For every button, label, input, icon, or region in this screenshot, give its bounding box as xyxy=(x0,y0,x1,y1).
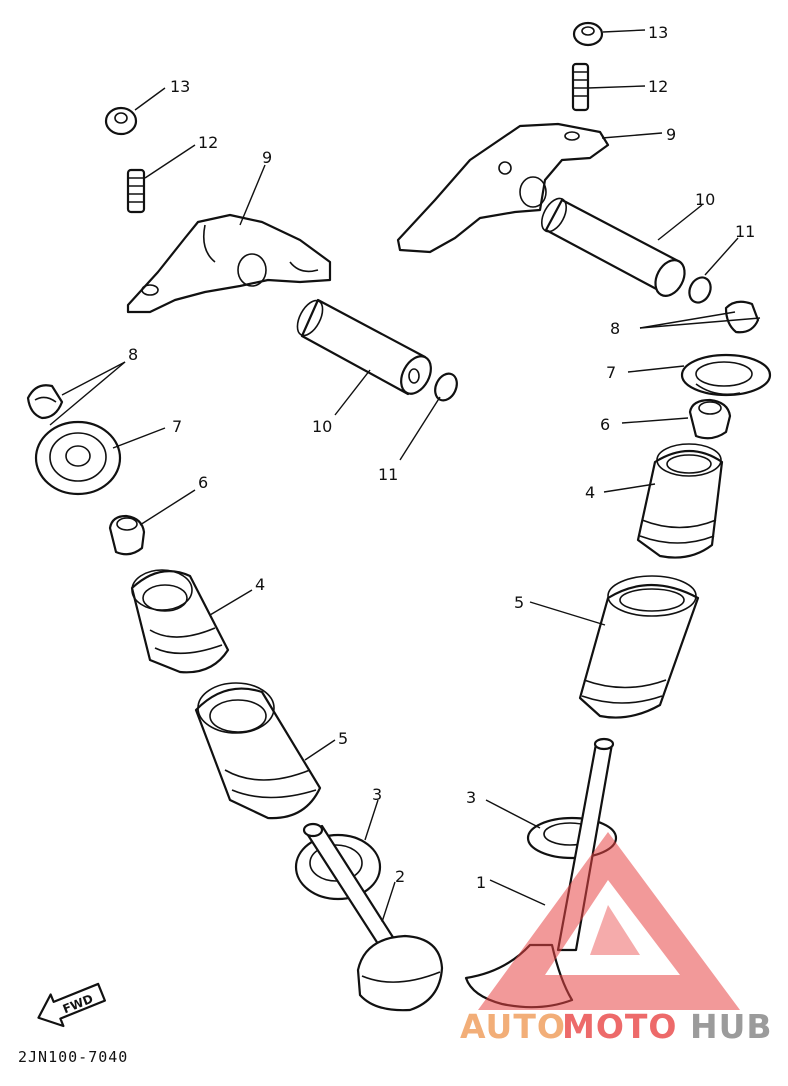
nut-13-right xyxy=(572,21,604,47)
stud-12-right xyxy=(571,62,590,112)
callout-5-right: 5 xyxy=(514,593,524,612)
callout-7-left: 7 xyxy=(172,417,182,436)
callout-4-right: 4 xyxy=(585,483,595,502)
fwd-arrow: FWD xyxy=(37,982,106,1028)
valve-cotter-8-right xyxy=(724,300,760,334)
callout-7-right: 7 xyxy=(606,363,616,382)
nut-13-left xyxy=(104,106,138,136)
callout-6-left: 6 xyxy=(198,473,208,492)
outer-spring-5-right xyxy=(578,575,700,719)
rocker-shaft-10-left xyxy=(296,298,432,396)
rocker-arm-9-right xyxy=(396,122,610,254)
intake-valve-2 xyxy=(302,822,444,1012)
callout-13-right: 13 xyxy=(648,23,668,42)
callout-13-left: 13 xyxy=(170,77,190,96)
outer-spring-5-left xyxy=(194,682,322,820)
callout-5-left: 5 xyxy=(338,729,348,748)
automotohub-watermark: AUTO MOTO HUB xyxy=(460,832,773,1046)
callout-11-right: 11 xyxy=(735,222,755,241)
callout-11-left: 11 xyxy=(378,465,398,484)
o-ring-11-left xyxy=(434,372,458,402)
valve-cotter-8-left xyxy=(26,384,64,420)
spring-retainer-7-left xyxy=(34,420,122,496)
watermark-auto: AUTO xyxy=(460,1007,566,1046)
callout-12-left: 12 xyxy=(198,133,218,152)
diagram-code: 2JN100-7040 xyxy=(18,1048,128,1066)
inner-spring-4-left xyxy=(130,569,230,674)
watermark-triangle-logo xyxy=(478,832,740,1010)
callouts: 13 12 9 10 11 8 7 6 4 5 3 2 13 12 9 10 1… xyxy=(128,23,755,892)
callout-8-left: 8 xyxy=(128,345,138,364)
valve-stem-seal-6-right xyxy=(688,398,732,440)
callout-3-right: 3 xyxy=(466,788,476,807)
rocker-arm-9-left xyxy=(126,213,332,314)
callout-2: 2 xyxy=(395,867,405,886)
callout-9-left: 9 xyxy=(262,148,272,167)
spring-retainer-7-right xyxy=(680,353,772,397)
callout-6-right: 6 xyxy=(600,415,610,434)
o-ring-11-right xyxy=(688,276,712,304)
callout-3-left: 3 xyxy=(372,785,382,804)
callout-10-right: 10 xyxy=(695,190,715,209)
stud-12-left xyxy=(126,168,146,214)
callout-12-right: 12 xyxy=(648,77,668,96)
valve-stem-seal-6-left xyxy=(108,514,146,556)
callout-1: 1 xyxy=(476,873,486,892)
inner-spring-4-right xyxy=(636,443,724,559)
callout-8-right: 8 xyxy=(610,319,620,338)
leader-lines xyxy=(49,29,761,923)
callout-9-right: 9 xyxy=(666,125,676,144)
callout-4-left: 4 xyxy=(255,575,265,594)
rocker-shaft-10-right xyxy=(540,197,686,297)
watermark-hub: HUB xyxy=(690,1007,773,1046)
callout-10-left: 10 xyxy=(312,417,332,436)
watermark-moto: MOTO xyxy=(562,1007,677,1046)
